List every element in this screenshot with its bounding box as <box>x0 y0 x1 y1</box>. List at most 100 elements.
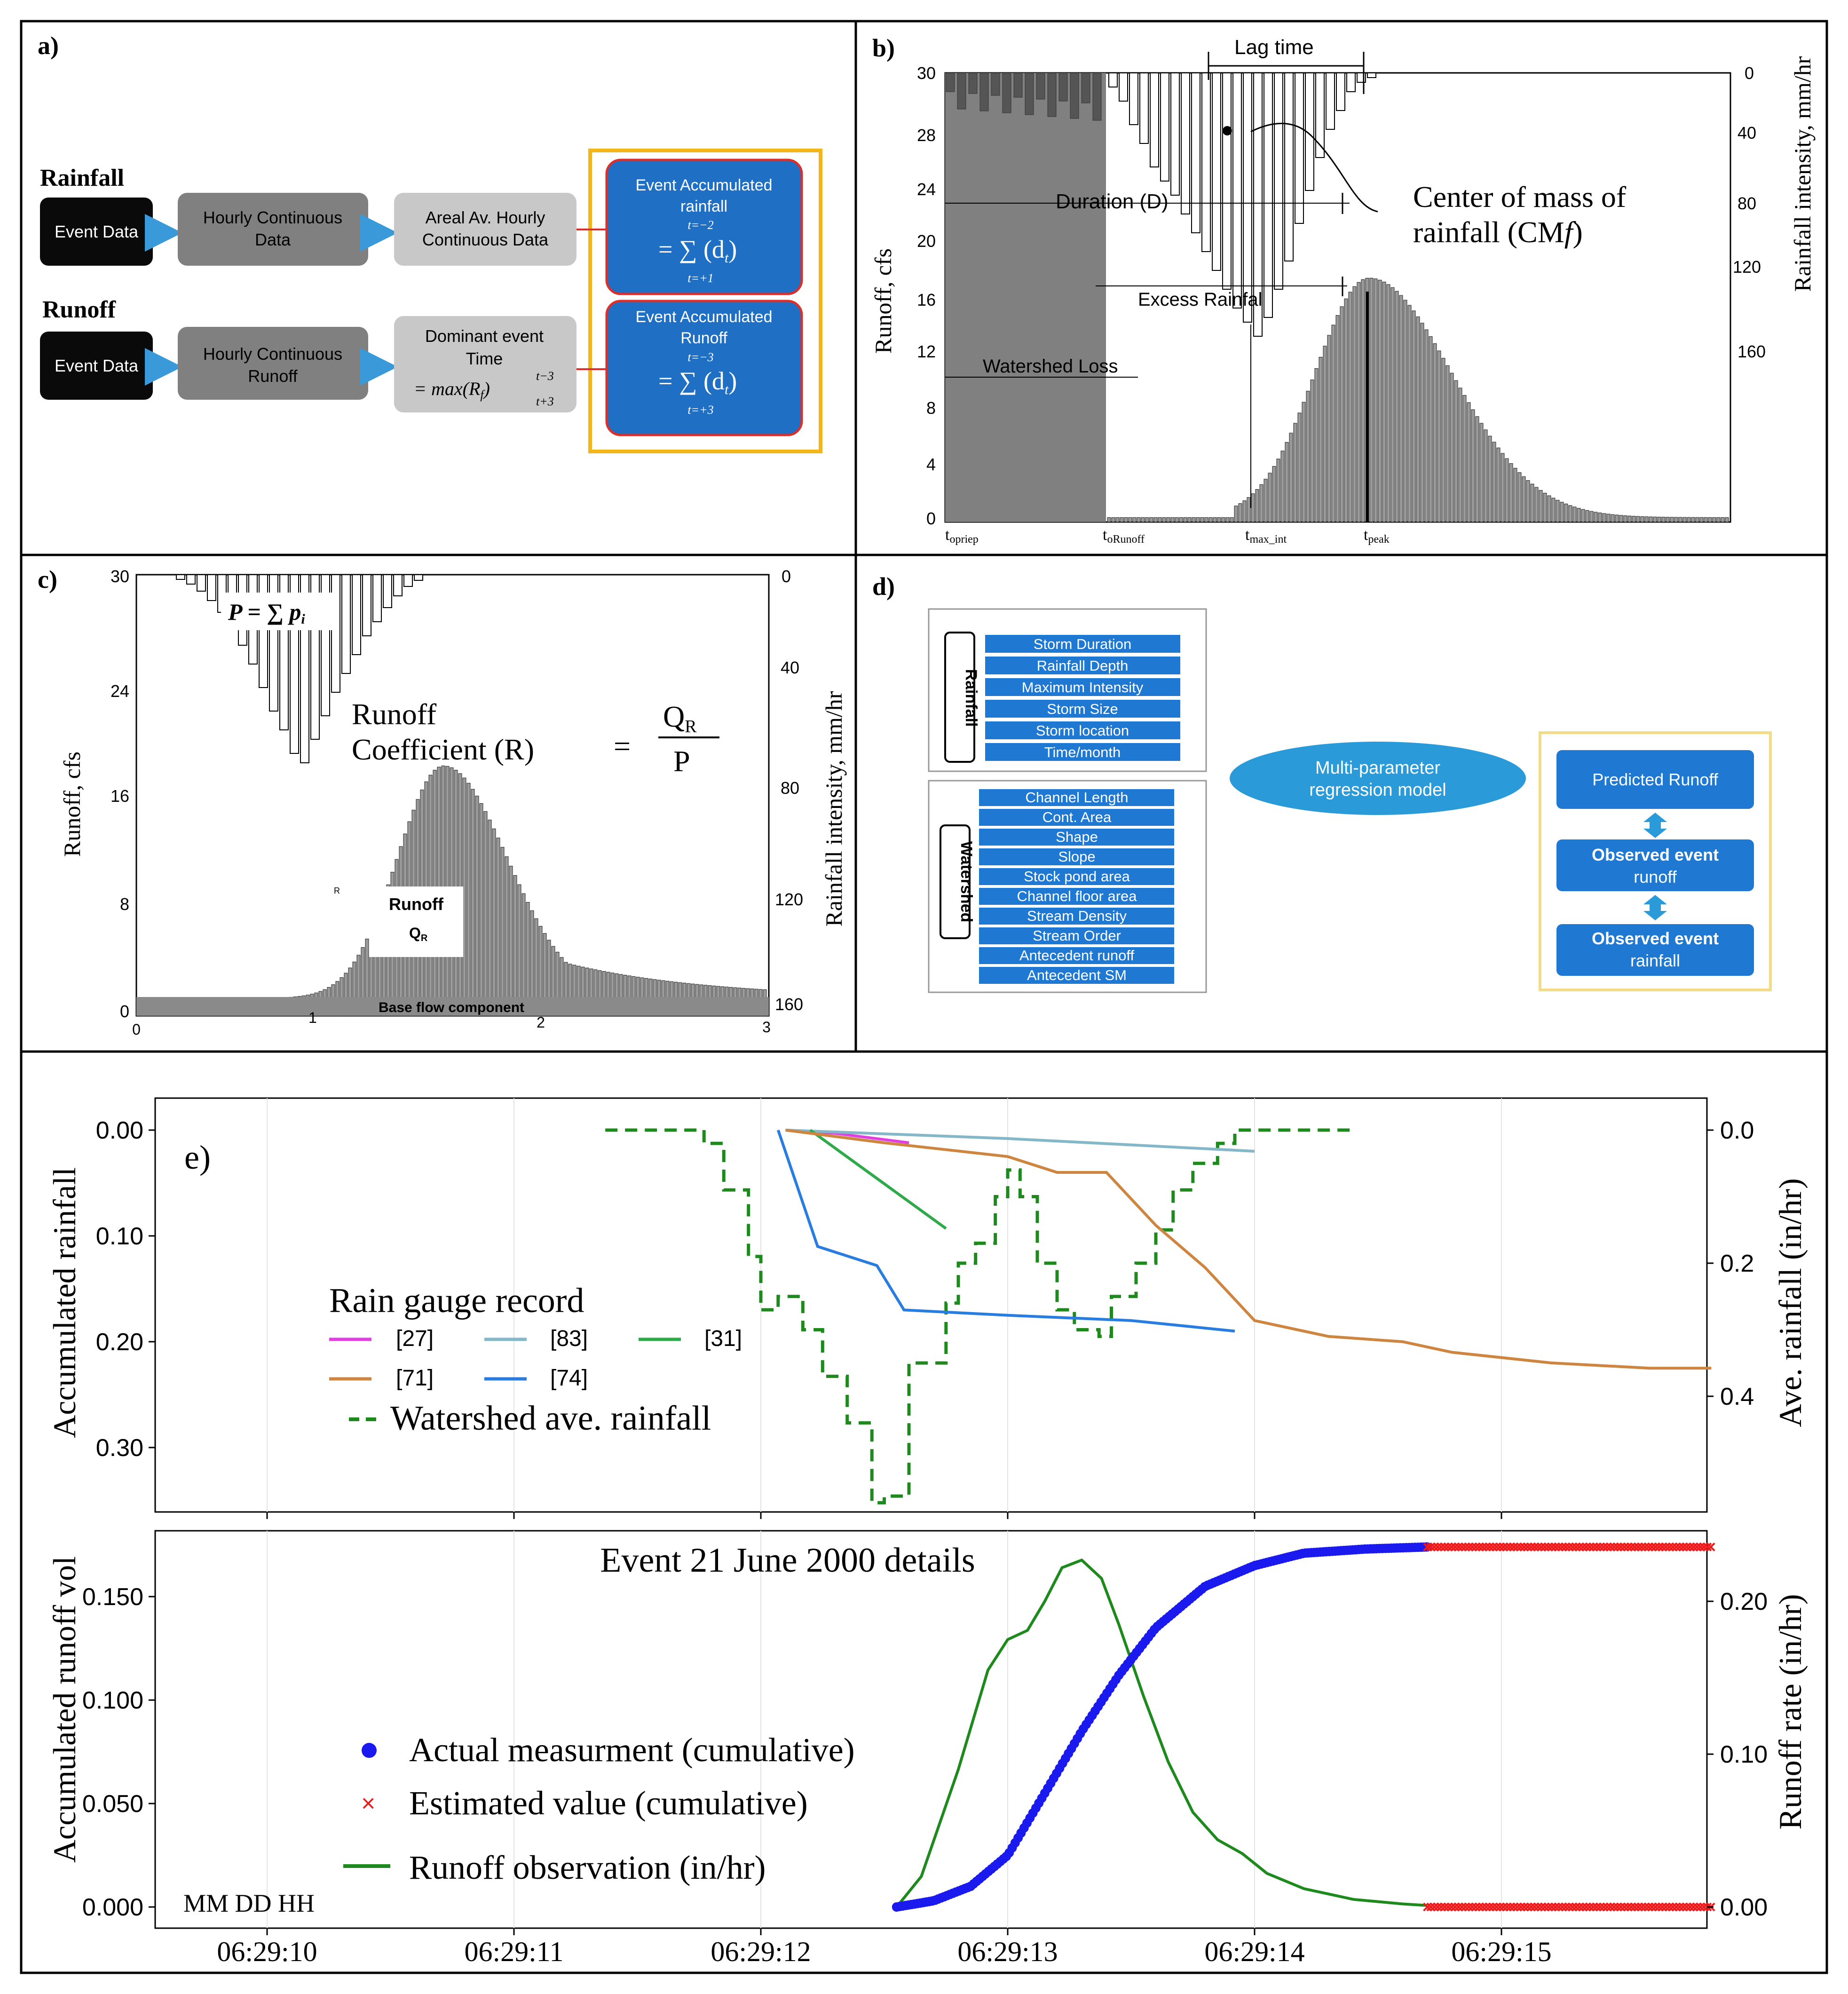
observed-rainfall-text-2: rainfall <box>1630 951 1680 970</box>
estimated-value-point <box>1447 1542 1456 1551</box>
c-rain-bar <box>414 574 423 581</box>
legend-text-observation: Runoff observation (in/hr) <box>409 1849 766 1886</box>
predicted-runoff-text: Predicted Runoff <box>1592 770 1719 789</box>
acc-run-box <box>605 300 803 436</box>
b-loss-rain-bar <box>968 72 978 94</box>
b-hydro-bar <box>1589 511 1594 522</box>
estimated-value-point <box>1429 1542 1439 1551</box>
b-hydro-bar <box>1276 459 1280 522</box>
estimated-value-point <box>1706 1542 1715 1551</box>
rainfall-item-label: Maximum Intensity <box>1022 679 1144 696</box>
b-hydro-bar <box>1196 517 1200 522</box>
e-top-ytick-label: 0.10 <box>96 1223 143 1250</box>
b-hydro-bar <box>1204 517 1208 522</box>
b-hydro-bar <box>1441 358 1445 522</box>
figure-border <box>20 20 1828 1974</box>
estimated-value-point <box>1547 1542 1556 1551</box>
estimated-value-point <box>1644 1542 1653 1551</box>
c-yr-tick-80: 80 <box>781 778 799 798</box>
b-hydro-bar <box>1632 516 1636 522</box>
legend-text-74: [74] <box>550 1366 588 1391</box>
b-hydro-bar <box>1357 282 1361 522</box>
legend-text-71: [71] <box>396 1366 434 1391</box>
e-top-ylabel-right: Ave. rainfall (in/hr) <box>1772 1178 1808 1427</box>
estimated-value-point <box>1540 1902 1549 1912</box>
watershed-item-box <box>979 848 1174 865</box>
rainfall-item-label: Storm Size <box>1047 701 1118 717</box>
b-hydro-bar <box>1699 517 1704 522</box>
b-hydro-bar <box>1314 368 1319 522</box>
b-hydro-bar <box>1564 503 1568 522</box>
estimated-value-point <box>1682 1542 1691 1551</box>
c-rain-bar <box>259 574 268 688</box>
acc-run-text-1: Event Accumulated <box>635 308 772 326</box>
estimated-value-point <box>1696 1902 1705 1912</box>
b-yr-tick-80: 80 <box>1737 194 1756 213</box>
b-excess-rain-bar <box>1253 72 1263 337</box>
b-excess-rain-bar <box>1315 72 1325 158</box>
estimated-value-point <box>1609 1902 1619 1912</box>
b-hydro-bar <box>1649 516 1653 522</box>
b-hydro-bar <box>1302 402 1306 522</box>
duration-label: Duration (D) <box>1056 190 1169 213</box>
b-excess-rain-bar <box>1201 72 1211 252</box>
rainfall-group-tag <box>944 632 975 763</box>
b-hydro-bar <box>1721 517 1725 522</box>
c-y-tick-24: 24 <box>111 681 129 701</box>
e-top-legend: Rain gauge record [27] [83] [31] [71] [7… <box>329 1282 742 1438</box>
estimated-value-point <box>1502 1542 1511 1551</box>
b-hydro-bar <box>1166 517 1170 522</box>
b-excess-rain-bar <box>1181 72 1190 214</box>
b-hydro-bar <box>1572 506 1577 522</box>
b-hydro-bar <box>1670 517 1674 522</box>
b-hydro-bar <box>1225 517 1230 522</box>
b-hydro-bar <box>1230 517 1234 522</box>
estimated-value-point <box>1557 1542 1567 1551</box>
rainfall-group-label: Rainfall <box>962 669 980 727</box>
e-bottom-ylabel-right: Runoff rate (in/hr) <box>1772 1594 1808 1829</box>
b-hydro-bar <box>1505 458 1509 522</box>
estimated-value-point <box>1554 1902 1564 1912</box>
estimated-value-point <box>1544 1902 1553 1912</box>
b-hydro-bar <box>1344 298 1348 522</box>
runoff-label: Runoff <box>42 296 116 323</box>
b-hydro-bar <box>1293 423 1297 522</box>
c-hydro-bar <box>462 777 466 1016</box>
b-hydro-bar <box>1551 498 1556 522</box>
rain-hourly-box <box>178 193 368 266</box>
estimated-value-point <box>1578 1902 1587 1912</box>
b-loss-rain-bar <box>1036 72 1045 100</box>
estimated-value-point <box>1533 1902 1543 1912</box>
b-excess-rain-bar <box>1243 72 1252 323</box>
b-hydro-bar <box>1310 380 1314 522</box>
b-hydro-bar <box>1581 509 1585 522</box>
b-hydro-bar <box>1264 479 1268 522</box>
dominant-formula: = max(Rf) <box>414 378 490 402</box>
b-hydro-bar <box>1492 442 1496 522</box>
areal-box <box>394 193 577 266</box>
b-x-t-peak: tpeak <box>1364 526 1390 546</box>
b-loss-rain-bar <box>1081 72 1090 103</box>
b-y-tick-20: 20 <box>917 231 936 251</box>
estimated-value-point <box>1613 1542 1622 1551</box>
estimated-value-point <box>1585 1542 1595 1551</box>
estimated-value-point <box>1540 1542 1549 1551</box>
run-event-data-box <box>40 332 153 400</box>
acc-rain-sum: = ∑ (dt) <box>658 235 737 266</box>
rainfall-label: Rainfall <box>40 165 124 191</box>
estimated-value-point <box>1575 1542 1584 1551</box>
b-loss-rain-bar <box>979 72 989 111</box>
b-hydro-bar <box>1420 323 1424 522</box>
estimated-value-point <box>1437 1902 1446 1912</box>
estimated-value-point <box>1485 1902 1494 1912</box>
b-hydro-bar <box>1501 453 1505 522</box>
b-hydro-bar <box>1556 500 1560 522</box>
b-hydro-bar <box>1530 483 1534 522</box>
estimated-value-point <box>1637 1542 1646 1551</box>
regression-model-ellipse <box>1230 742 1526 815</box>
cm-label-1: Center of mass of <box>1413 180 1627 214</box>
estimated-value-point <box>1651 1542 1660 1551</box>
base-flow-band <box>136 997 769 1016</box>
b-hydro-bar <box>1522 476 1526 522</box>
